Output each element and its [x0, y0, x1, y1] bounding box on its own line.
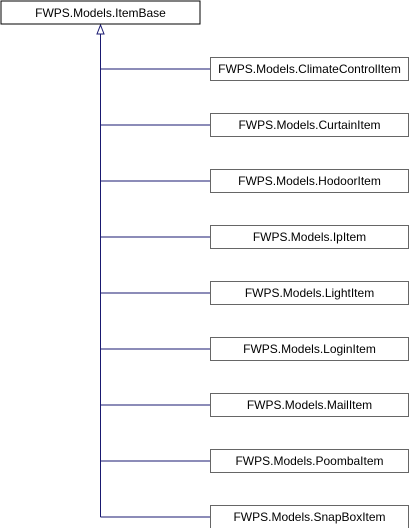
derived-class-node[interactable]: FWPS.Models.IpItem	[210, 225, 409, 249]
derived-class-node[interactable]: FWPS.Models.CurtainItem	[210, 113, 409, 137]
derived-class-label: FWPS.Models.MailItem	[247, 398, 372, 412]
derived-class-label: FWPS.Models.LightItem	[245, 286, 374, 300]
derived-class-node[interactable]: FWPS.Models.LightItem	[210, 281, 409, 305]
derived-class-box	[210, 225, 409, 249]
derived-class-label: FWPS.Models.ClimateControlItem	[218, 62, 401, 76]
inheritance-edges	[96, 23, 211, 518]
inheritance-arrowhead	[96, 23, 105, 35]
derived-class-box	[210, 113, 409, 137]
derived-class-node[interactable]: FWPS.Models.SnapBoxItem	[210, 505, 409, 528]
derived-class-box	[210, 337, 409, 361]
derived-class-box	[210, 505, 409, 528]
derived-class-label: FWPS.Models.LoginItem	[243, 342, 376, 356]
derived-class-node[interactable]: FWPS.Models.MailItem	[210, 393, 409, 417]
base-class-box	[0, 0, 201, 25]
derived-class-label: FWPS.Models.IpItem	[253, 230, 366, 244]
derived-class-node[interactable]: FWPS.Models.PoombaItem	[210, 449, 409, 473]
derived-class-label: FWPS.Models.HodoorItem	[238, 174, 381, 188]
base-class-label: FWPS.Models.ItemBase	[35, 6, 166, 20]
derived-class-label: FWPS.Models.PoombaItem	[235, 454, 383, 468]
derived-class-box	[210, 57, 409, 81]
derived-classes: FWPS.Models.ClimateControlItemFWPS.Model…	[210, 57, 409, 528]
derived-class-box	[210, 169, 409, 193]
derived-class-box	[210, 281, 409, 305]
derived-class-label: FWPS.Models.CurtainItem	[238, 118, 380, 132]
derived-class-node[interactable]: FWPS.Models.LoginItem	[210, 337, 409, 361]
derived-class-box	[210, 393, 409, 417]
derived-class-box	[210, 449, 409, 473]
derived-class-node[interactable]: FWPS.Models.ClimateControlItem	[210, 57, 409, 81]
derived-class-node[interactable]: FWPS.Models.HodoorItem	[210, 169, 409, 193]
base-class-node[interactable]: FWPS.Models.ItemBase	[0, 0, 201, 25]
derived-class-label: FWPS.Models.SnapBoxItem	[233, 510, 385, 524]
